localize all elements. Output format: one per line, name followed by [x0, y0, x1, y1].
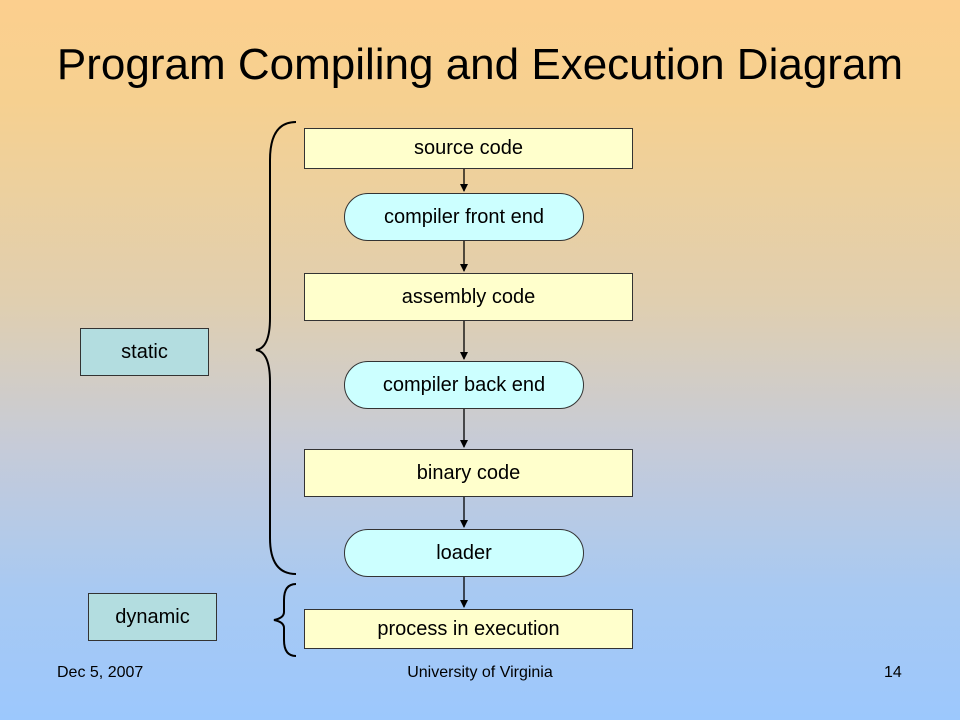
static-label: static: [80, 328, 209, 376]
compiler-back-end-box: compiler back end: [344, 361, 584, 409]
process-in-execution-box: process in execution: [304, 609, 633, 649]
static-brace: [255, 121, 297, 575]
footer-date: Dec 5, 2007: [57, 664, 144, 681]
footer-organization: University of Virginia: [407, 664, 553, 681]
dynamic-brace: [273, 583, 297, 657]
slide-title: Program Compiling and Execution Diagram: [56, 40, 904, 89]
binary-code-box: binary code: [304, 449, 633, 497]
footer-page-number: 14: [884, 664, 902, 681]
source-code-box: source code: [304, 128, 633, 169]
assembly-code-box: assembly code: [304, 273, 633, 321]
dynamic-label: dynamic: [88, 593, 217, 641]
loader-box: loader: [344, 529, 584, 577]
compiler-front-end-box: compiler front end: [344, 193, 584, 241]
